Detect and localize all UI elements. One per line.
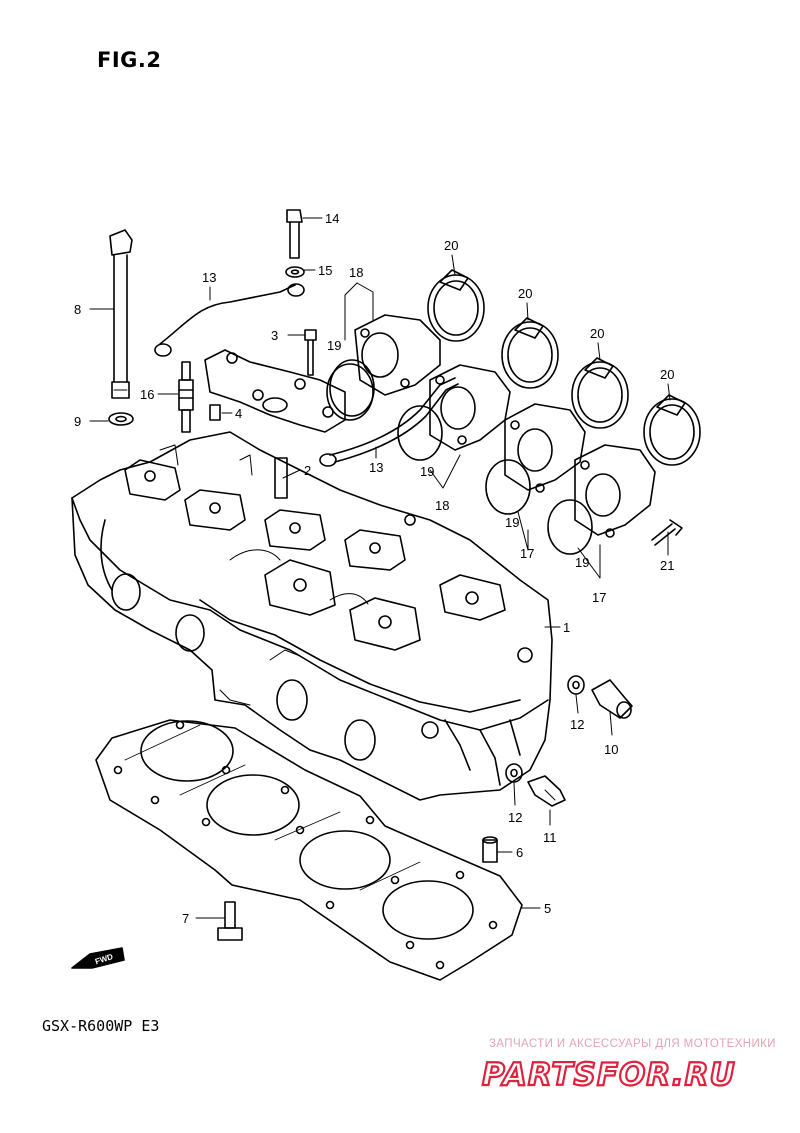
clamp-20-d — [643, 394, 701, 466]
washer-12-b — [505, 763, 523, 783]
watermark-logo-text: PARTSFOR.RU — [482, 1057, 736, 1093]
callout-16: 16 — [140, 387, 154, 402]
intake-pipe-18-upper — [329, 314, 441, 417]
callout-11: 11 — [543, 830, 557, 845]
o-ring-19-d — [547, 499, 593, 555]
clamp-20-b — [501, 317, 559, 389]
dowel-pin-2 — [274, 457, 288, 499]
callout-19-c: 19 — [505, 515, 519, 530]
head-gasket — [95, 719, 523, 981]
washer-9 — [108, 412, 134, 426]
cam-holder — [204, 349, 346, 433]
callout-labels: 1 2 3 4 5 6 7 8 9 10 11 12 12 13 13 14 1… — [74, 211, 674, 926]
callout-8: 8 — [74, 302, 81, 317]
o-ring-19-a — [326, 363, 374, 421]
callout-13-b: 13 — [369, 460, 383, 475]
spark-plug-16 — [178, 361, 194, 433]
callout-19-a: 19 — [327, 338, 341, 353]
intake-pipe-17-upper — [504, 403, 586, 493]
callout-21: 21 — [660, 558, 674, 573]
leader-lines — [89, 217, 671, 919]
bolt-11 — [527, 775, 566, 807]
callout-4: 4 — [235, 406, 242, 421]
breather-hose-13-upper — [154, 283, 305, 357]
callout-17-a: 17 — [520, 546, 534, 561]
callout-7: 7 — [182, 911, 189, 926]
watermark-tagline: ЗАПЧАСТИ И АКСЕССУАРЫ ДЛЯ МОТОТЕХНИКИ — [489, 1038, 776, 1050]
callout-20-c: 20 — [590, 326, 604, 341]
callout-12-b: 12 — [508, 810, 522, 825]
forward-arrow-icon — [71, 947, 125, 969]
bolt-7 — [217, 901, 243, 941]
callout-12-a: 12 — [570, 717, 584, 732]
callout-20-d: 20 — [660, 367, 674, 382]
callout-18-a: 18 — [349, 265, 363, 280]
callout-1: 1 — [563, 620, 570, 635]
callout-19-d: 19 — [575, 555, 589, 570]
callout-3: 3 — [271, 328, 278, 343]
callout-10: 10 — [604, 742, 618, 757]
callout-14: 14 — [325, 211, 339, 226]
dowel-pin-6 — [482, 836, 498, 863]
screw-21 — [651, 519, 683, 546]
callout-19-b: 19 — [420, 464, 434, 479]
washer-12-a — [567, 675, 585, 695]
breather-hose-13-lower — [319, 377, 459, 467]
figure-label: FIG.2 — [97, 48, 162, 72]
o-ring-19-c — [485, 459, 531, 515]
callout-2: 2 — [304, 463, 311, 478]
callout-6: 6 — [516, 845, 523, 860]
callout-5: 5 — [544, 901, 551, 916]
callout-15: 15 — [318, 263, 332, 278]
callout-13-a: 13 — [202, 270, 216, 285]
dowel-pin-4 — [209, 404, 221, 421]
watermark-logo: PARTSFOR.RU — [481, 1056, 736, 1094]
clamp-20-a — [427, 269, 485, 342]
clamp-20-c — [571, 357, 629, 429]
intake-pipe-17-lower — [574, 444, 656, 538]
union-10 — [591, 679, 633, 719]
washer-15 — [285, 266, 305, 278]
callout-20-b: 20 — [518, 286, 532, 301]
callout-17-b: 17 — [592, 590, 606, 605]
cylinder-head — [71, 431, 553, 801]
head-stud-bolt-8 — [109, 229, 133, 399]
model-code: GSX-R600WP E3 — [42, 1017, 160, 1035]
callout-9: 9 — [74, 414, 81, 429]
o-ring-19-b — [397, 405, 443, 461]
bolt-14 — [286, 209, 303, 259]
callout-20-a: 20 — [444, 238, 458, 253]
bolt-3 — [304, 329, 317, 376]
callout-18-b: 18 — [435, 498, 449, 513]
